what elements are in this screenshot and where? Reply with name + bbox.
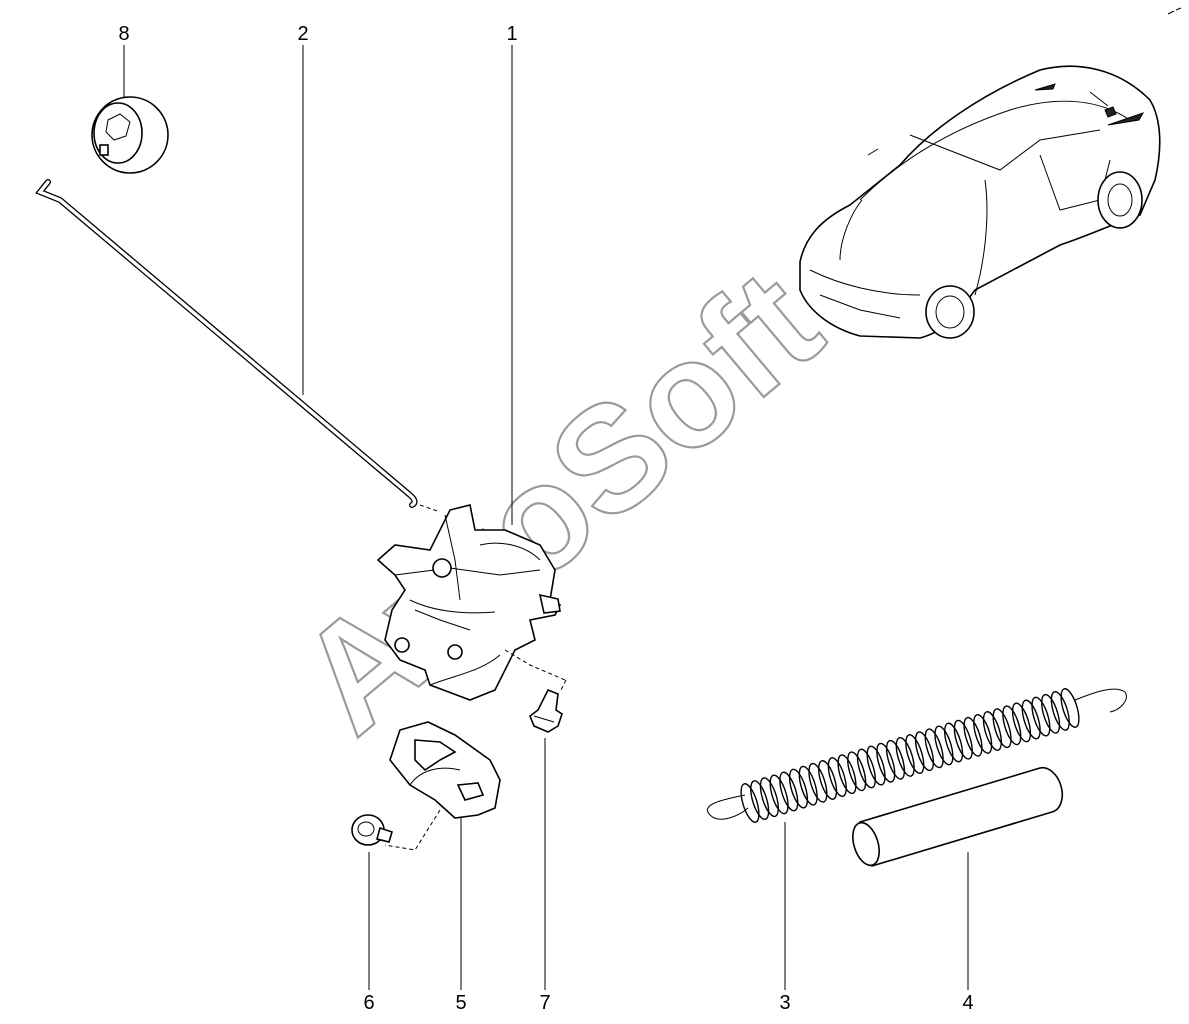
part-label-2: 2 <box>297 23 308 45</box>
part-1-lock <box>376 504 566 701</box>
spring-coil <box>963 716 983 757</box>
spring-coil <box>798 765 818 806</box>
part-label-8: 8 <box>118 23 129 45</box>
spring-coil <box>750 780 770 821</box>
spring-coil <box>905 734 925 775</box>
spring-coil <box>973 713 993 754</box>
spring-coil <box>1041 693 1061 734</box>
spring-coil <box>934 725 954 766</box>
part-label-4: 4 <box>962 992 973 1014</box>
spring-coil <box>924 728 944 769</box>
part-label-1: 1 <box>506 23 517 45</box>
part-3-spring <box>707 688 1127 823</box>
spring-coil <box>769 774 789 815</box>
spring-coil <box>895 736 915 777</box>
spring-coil <box>1060 688 1080 728</box>
spring-coil <box>1002 705 1022 746</box>
spring-coil <box>818 760 838 800</box>
spring-coil <box>1021 699 1041 740</box>
spring-coil <box>1050 690 1070 731</box>
part-2-rod <box>35 179 441 513</box>
part-6-bolt <box>351 814 393 846</box>
spring-coil <box>837 754 857 795</box>
spring-coil <box>740 783 760 823</box>
spring-coil <box>856 748 876 789</box>
spring-coil <box>788 768 809 809</box>
spring-coil <box>944 722 964 763</box>
spring-coil <box>847 751 867 792</box>
part-label-7: 7 <box>539 992 550 1014</box>
spring-coil <box>808 762 828 803</box>
watermark-text: AvtoSoft <box>268 238 850 765</box>
spring-coil <box>827 757 847 798</box>
car-illustration <box>799 65 1161 339</box>
part-label-6: 6 <box>363 992 374 1014</box>
spring-coil <box>759 777 779 818</box>
spring-coil <box>876 742 896 783</box>
leader-lines <box>123 45 969 990</box>
part-4-tube <box>852 766 1064 868</box>
spring-coil <box>1011 702 1032 743</box>
part-label-5: 5 <box>455 992 466 1014</box>
corner-mark <box>1167 7 1182 15</box>
part-5-bracket <box>384 721 501 851</box>
part-8-bushing <box>91 96 169 174</box>
spring-coil <box>885 739 906 780</box>
part-7-screw <box>529 679 567 733</box>
spring-coil <box>953 719 973 760</box>
spring-coil <box>992 708 1012 749</box>
spring-coil <box>866 745 886 786</box>
spring-coil <box>779 771 799 812</box>
part-label-3: 3 <box>779 992 790 1014</box>
spring-coil <box>914 731 935 772</box>
spring-coil <box>1031 696 1051 737</box>
spring-coil <box>982 711 1002 751</box>
